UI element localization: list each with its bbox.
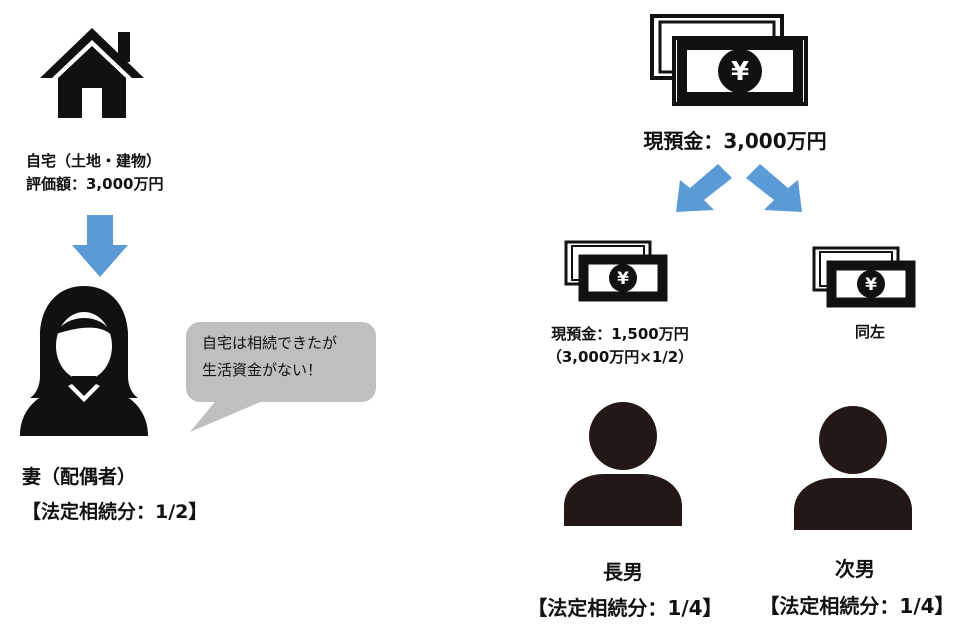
speech-bubble: 自宅は相続できたが 生活資金がない！ bbox=[186, 322, 376, 434]
yen-banknotes-icon: ¥ bbox=[650, 14, 810, 108]
woman-avatar-icon bbox=[16, 280, 152, 436]
house-label-line1: 自宅（土地・建物） bbox=[26, 152, 162, 170]
eldest-son-cash-line1: 現預金：1,500万円 bbox=[551, 325, 689, 343]
arrow-down-icon bbox=[72, 215, 128, 277]
house-label-line2: 評価額：3,000万円 bbox=[26, 175, 164, 194]
bubble-line1: 自宅は相続できたが bbox=[202, 334, 338, 352]
house-label: 自宅（土地・建物） 評価額：3,000万円 bbox=[26, 150, 163, 197]
second-son-cash-label: 同左 bbox=[854, 323, 885, 341]
eldest-son-share: 【法定相続分：1/4】 bbox=[527, 596, 723, 620]
svg-text:¥: ¥ bbox=[731, 57, 749, 87]
person-avatar-icon bbox=[792, 406, 914, 530]
house-icon bbox=[36, 24, 148, 120]
eldest-son-name: 長男 bbox=[603, 560, 643, 584]
spouse-name: 妻（配偶者） bbox=[22, 466, 137, 488]
person-avatar-icon bbox=[562, 402, 684, 526]
svg-text:¥: ¥ bbox=[617, 269, 629, 289]
svg-text:¥: ¥ bbox=[865, 275, 877, 295]
yen-banknotes-icon: ¥ bbox=[564, 240, 668, 302]
eldest-son-cash-line2: （3,000万円×1/2） bbox=[546, 348, 694, 367]
second-son-name: 次男 bbox=[835, 557, 875, 581]
cash-total-label: 現預金：3,000万円 bbox=[643, 129, 827, 153]
spouse-share: 【法定相続分：1/2】 bbox=[22, 501, 208, 523]
arrow-down-left-icon bbox=[672, 160, 740, 216]
eldest-son-cash-label: 現預金：1,500万円 （3,000万円×1/2） bbox=[520, 323, 720, 370]
bubble-line2: 生活資金がない！ bbox=[202, 361, 323, 379]
yen-banknotes-icon: ¥ bbox=[812, 246, 916, 308]
arrow-down-right-icon bbox=[738, 160, 806, 216]
second-son-share: 【法定相続分：1/4】 bbox=[759, 594, 955, 618]
